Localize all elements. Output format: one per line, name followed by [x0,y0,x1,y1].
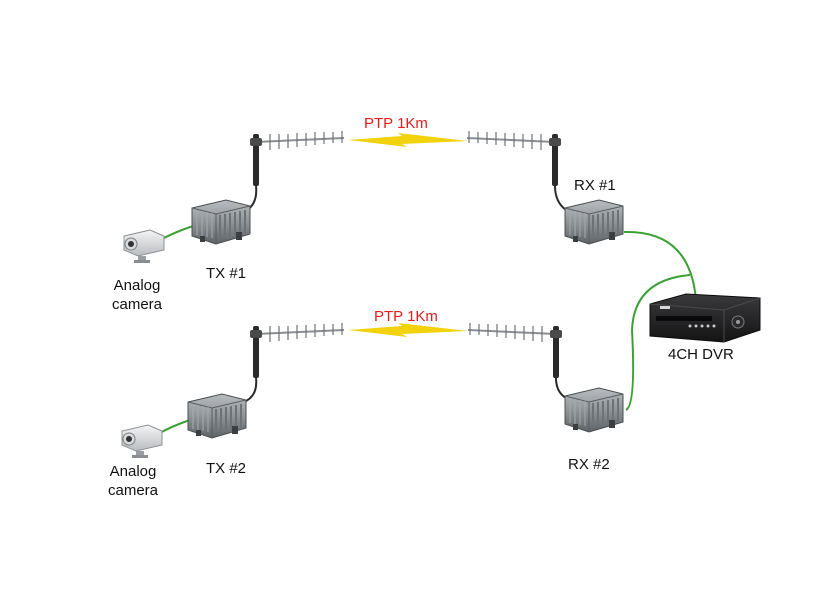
tx1-site [191,130,345,245]
cable-rx1-dvr [623,230,697,301]
camera-2-label-line2: camera [107,482,159,499]
camera-2-label-line1: Analog [109,463,157,480]
cable-camera-tx2 [157,419,191,435]
link-2-label: PTP 1Km [374,308,438,325]
tx2-site [187,322,345,439]
outdoor-radio-unit-icon [187,393,247,439]
outdoor-radio-unit-icon [564,199,624,245]
rx1-label: RX #1 [574,177,616,194]
wireless-link-1 [348,133,468,147]
wireless-link-2 [348,323,468,337]
lightning-bolt-icon [348,323,468,337]
yagi-antenna-icon [466,130,562,187]
camera-1-label-line1: Analog [113,277,161,294]
cable-camera-tx1 [159,225,194,241]
outdoor-radio-unit-icon [191,199,251,245]
yagi-antenna-icon [249,322,345,379]
yagi-antenna-icon [249,130,345,187]
dvr-recorder-icon [649,293,761,343]
rx2-site [467,322,624,433]
rx2-label: RX #2 [568,456,610,473]
yagi-antenna-icon [467,322,563,379]
link-1-label: PTP 1Km [364,115,428,132]
tx2-label: TX #2 [206,460,247,477]
bullet-camera-icon [121,424,163,459]
lightning-bolt-icon [348,133,468,147]
dvr-label: 4CH DVR [668,346,734,363]
camera-1-label-line2: camera [111,296,163,313]
outdoor-radio-unit-icon [564,387,624,433]
bullet-camera-icon [123,229,165,264]
cable-rx2-dvr [625,274,691,411]
tx1-label: TX #1 [206,265,247,282]
